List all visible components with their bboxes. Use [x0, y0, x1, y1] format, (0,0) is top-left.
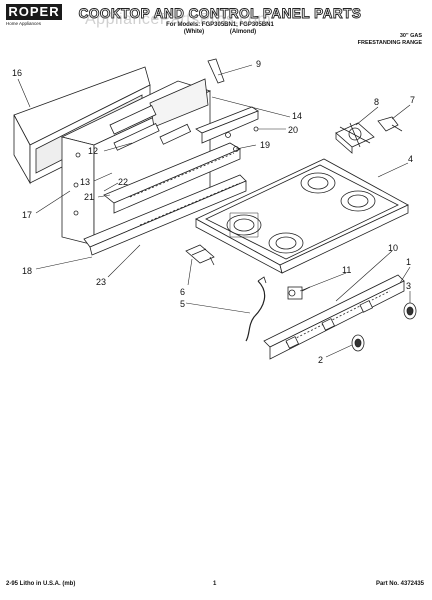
callout-5: 5 — [180, 299, 185, 309]
callout-10: 10 — [388, 243, 398, 253]
callout-20: 20 — [288, 125, 298, 135]
page-title: COOKTOP AND CONTROL PANEL PARTS — [78, 6, 362, 22]
callout-19: 19 — [260, 140, 270, 150]
part-number: Part No. 4372435 — [375, 581, 424, 587]
color-variants: (White) (Almond) — [70, 29, 370, 35]
leader-lines — [17, 64, 411, 358]
callout-18: 18 — [22, 266, 32, 276]
callout-1: 1 — [406, 257, 411, 267]
part-6-valve-clip — [185, 244, 215, 266]
product-type: 30" GAS FREESTANDING RANGE — [358, 33, 422, 47]
part-11-valve — [287, 286, 311, 300]
roper-logo: ROPER — [6, 4, 62, 20]
callout-12: 12 — [88, 146, 98, 156]
callout-21: 21 — [84, 192, 94, 202]
part-2-knob — [351, 334, 365, 352]
part-4-cooktop — [195, 158, 409, 274]
callout-7: 7 — [410, 95, 415, 105]
brand-block: ROPER Home Appliances — [6, 4, 62, 26]
page-number: 1 — [213, 581, 217, 587]
callout-11: 11 — [342, 265, 351, 275]
product-line-2: FREESTANDING RANGE — [357, 40, 422, 46]
callout-14: 14 — [292, 111, 302, 121]
part-8-burner — [335, 122, 375, 154]
brand-subtitle: Home Appliances — [6, 21, 42, 26]
color-white: (White) — [183, 29, 205, 35]
part-21-lower-panel — [103, 142, 241, 214]
callout-22: 22 — [118, 177, 128, 187]
watermark: AppliancePartsPros.com — [85, 11, 272, 28]
model-numbers: For Models: FGP305BN1, FGP305BN1 — [166, 22, 274, 28]
callout-3: 3 — [406, 281, 411, 291]
callout-16: 16 — [12, 68, 22, 78]
exploded-parts-diagram: 16 9 8 7 14 20 12 19 4 13 22 17 21 18 23… — [12, 58, 417, 365]
callout-9: 9 — [256, 59, 261, 69]
callout-8: 8 — [374, 97, 379, 107]
part-23-rail — [83, 174, 247, 256]
callout-4: 4 — [408, 154, 413, 164]
part-7-igniter — [377, 116, 403, 132]
title-block: COOKTOP AND CONTROL PANEL PARTS For Mode… — [70, 6, 370, 35]
callout-23: 23 — [96, 277, 106, 287]
callout-13: 13 — [80, 177, 90, 187]
color-almond: (Almond) — [229, 29, 257, 35]
part-9-bracket — [207, 58, 225, 84]
litho-note: 2-95 Litho in U.S.A. (mb) — [6, 581, 76, 587]
part-3-knob — [403, 302, 417, 320]
part-5-gas-tube — [245, 280, 266, 342]
part-1-manifold — [263, 274, 405, 360]
product-line-1: 30" GAS — [399, 33, 422, 39]
callout-2: 2 — [318, 355, 323, 365]
callout-6: 6 — [180, 287, 185, 297]
callout-17: 17 — [22, 210, 32, 220]
